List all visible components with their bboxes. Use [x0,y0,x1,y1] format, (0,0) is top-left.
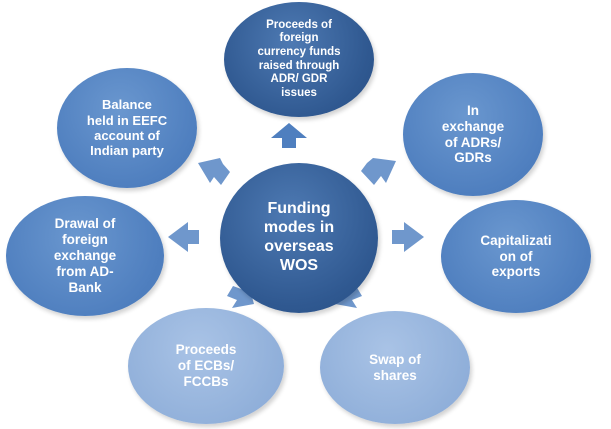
center-node: Funding modes in overseas WOS [220,163,378,313]
mode-node-bottom-right: Swap of shares [320,311,470,424]
mode-label-top: Proceeds of foreign currency funds raise… [257,18,341,99]
mode-node-top-left: Balance held in EEFC account of Indian p… [57,68,197,188]
mode-label-right: Capitalizati on of exports [480,232,552,280]
mode-node-left: Drawal of foreign exchange from AD- Bank [6,196,164,316]
mode-label-left: Drawal of foreign exchange from AD- Bank [53,216,117,295]
mode-label-bottom-left: Proceeds of ECBs/ FCCBs [175,342,237,389]
mode-label-bottom-right: Swap of shares [369,351,421,383]
mode-node-top: Proceeds of foreign currency funds raise… [224,2,374,117]
arrow-up-right [361,158,396,185]
arrow-left [168,222,199,252]
arrow-up-left [198,158,230,185]
mode-node-right: Capitalizati on of exports [441,200,591,313]
arrow-right [392,222,424,252]
center-label: Funding modes in overseas WOS [263,200,335,274]
arrow-up [271,123,307,148]
mode-node-bottom-left: Proceeds of ECBs/ FCCBs [128,308,284,424]
mode-label-top-right: In exchange of ADRs/ GDRs [441,102,505,166]
mode-label-top-left: Balance held in EEFC account of Indian p… [86,97,168,159]
mode-node-top-right: In exchange of ADRs/ GDRs [403,73,543,196]
